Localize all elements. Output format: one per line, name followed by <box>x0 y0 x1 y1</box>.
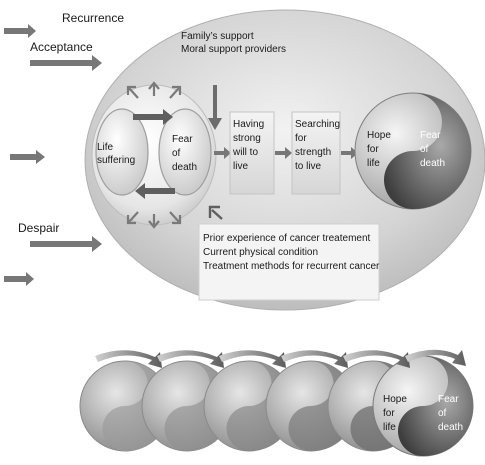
cap-arrow-2 <box>157 350 224 368</box>
having-line-1: Having <box>233 119 264 130</box>
outer-oval <box>84 9 485 311</box>
box-searching-strength <box>291 111 341 195</box>
left-arrows <box>4 24 102 286</box>
bottom-fear-line-2: of <box>438 408 447 419</box>
factors-box <box>198 223 380 301</box>
radial-arrow-bottom <box>148 214 160 229</box>
yinyang-hope-line-3: life <box>367 158 380 169</box>
having-line-3: will to <box>232 147 258 158</box>
radial-arrow-bottom-right <box>169 211 182 225</box>
searching-line-1: Searching <box>295 119 340 130</box>
bottom-fear-line-3: death <box>438 422 463 433</box>
bottom-hope-line-2: for <box>383 408 395 419</box>
arrow-factors-up <box>208 205 223 220</box>
support-line-1: Family’s support <box>181 31 254 42</box>
searching-line-4: to live <box>295 161 322 172</box>
yinyang-fear-line-2: of <box>420 144 429 155</box>
life-suffering-blob <box>95 108 149 196</box>
radial-arrow-top <box>148 81 160 96</box>
fear-of-death-line-3: death <box>172 162 197 173</box>
arrow-acceptance <box>30 55 102 71</box>
radial-arrows <box>126 81 182 229</box>
radial-arrow-top-left <box>126 85 139 99</box>
fear-of-death-blob <box>158 108 212 196</box>
bottom-hope-line-3: life <box>383 422 396 433</box>
factor-line-2: Current physical condition <box>203 247 318 258</box>
arrow-bottom <box>4 272 34 286</box>
searching-line-2: for <box>295 133 307 144</box>
cap-arrow-1 <box>95 350 162 368</box>
inner-arrow-right <box>133 109 173 125</box>
label-acceptance: Acceptance <box>30 40 93 54</box>
arrow-middle <box>10 150 45 164</box>
label-despair: Despair <box>18 221 59 235</box>
yinyang-fear-line-1: Fear <box>420 130 441 141</box>
cap-arrow-6 <box>405 349 466 366</box>
sphere-6-yinyang <box>372 355 474 457</box>
cap-arrow-5 <box>343 350 410 368</box>
bottom-hope-line-1: Hope <box>383 394 407 405</box>
arrow-support-down <box>208 85 222 130</box>
label-recurrence: Recurrence <box>62 11 124 25</box>
arrow-to-having <box>214 147 231 159</box>
arrow-having-to-searching <box>275 147 292 159</box>
searching-line-3: strength <box>295 147 331 158</box>
fear-of-death-line-1: Fear <box>172 134 193 145</box>
yinyang-hope-line-1: Hope <box>367 130 391 141</box>
cap-arrow-4 <box>281 350 348 368</box>
factor-line-3: Treatment methods for recurrent cancer <box>203 261 380 272</box>
factor-line-1: Prior experience of cancer treatement <box>203 233 371 244</box>
life-suffering-line-1: Life <box>97 142 114 153</box>
having-line-2: strong <box>233 133 261 144</box>
yinyang-hope-line-2: for <box>367 144 379 155</box>
radial-arrow-top-right <box>169 85 182 99</box>
support-line-2: Moral support providers <box>181 44 286 55</box>
having-line-4: live <box>233 161 248 172</box>
radial-arrow-bottom-left <box>126 211 139 225</box>
fear-of-death-line-2: of <box>172 148 181 159</box>
inner-arrow-left <box>135 183 175 199</box>
cap-arrow-3 <box>219 350 286 368</box>
bottom-fear-line-1: Fear <box>438 394 459 405</box>
sphere-sequence <box>79 349 474 457</box>
box-having-strong-will <box>229 111 275 195</box>
arrow-despair <box>30 236 102 252</box>
yinyang-fear-line-3: death <box>420 158 445 169</box>
life-suffering-line-2: suffering <box>97 155 135 166</box>
arrow-to-yinyang <box>341 147 358 159</box>
yin-yang-main <box>354 92 472 210</box>
arrow-recurrence <box>4 24 36 38</box>
